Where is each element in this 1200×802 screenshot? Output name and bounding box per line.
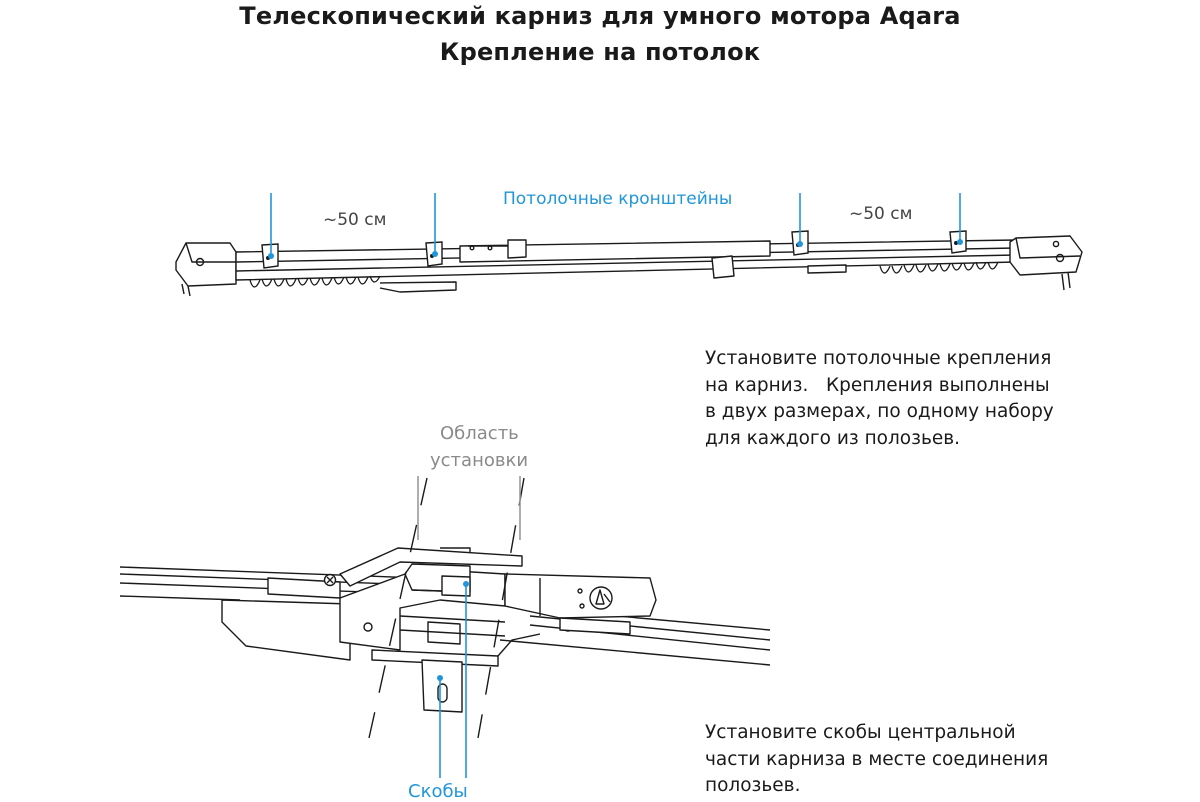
telescopic-rail-diagram (175, 193, 1083, 297)
ceiling-mounts-instruction: Установите потолочные крепления на карни… (705, 346, 1054, 452)
clip-leaders (439, 584, 467, 778)
top-plate (339, 547, 523, 587)
right-end-cap (1009, 235, 1083, 276)
instruction-line: Установите скобы центральной (705, 722, 1016, 743)
center-brackets-instruction: Установите скобы центральной части карни… (705, 720, 1048, 800)
page-subtitle: Крепление на потолок (439, 38, 761, 66)
instruction-line: полозьев. (705, 775, 801, 796)
bracket-leaders (270, 193, 961, 256)
instruction-line: в двух размерах, по одному набору (705, 401, 1054, 422)
instruction-line: части карниза в месте соединения (705, 748, 1049, 770)
install-area-label-line1: Область (440, 423, 519, 444)
hooks-left (249, 275, 381, 288)
brackets-label: Скобы (408, 781, 468, 802)
install-area-label-line2: установки (430, 450, 529, 471)
distance-left-label: ~50 см (323, 210, 387, 230)
instruction-line: на карниз. Крепления выполнены (705, 374, 1050, 396)
right-connector (504, 573, 657, 619)
instruction-line: для каждого из полозьев. (705, 427, 961, 449)
distance-right-label: ~50 см (849, 204, 913, 224)
hooks-right (879, 261, 999, 274)
instruction-line: Установите потолочные крепления (705, 348, 1052, 369)
page-title: Телескопический карниз для умного мотора… (239, 2, 961, 30)
bracket-clip-upper (441, 575, 471, 597)
ceiling-brackets-label: Потолочные кронштейны (503, 189, 733, 209)
